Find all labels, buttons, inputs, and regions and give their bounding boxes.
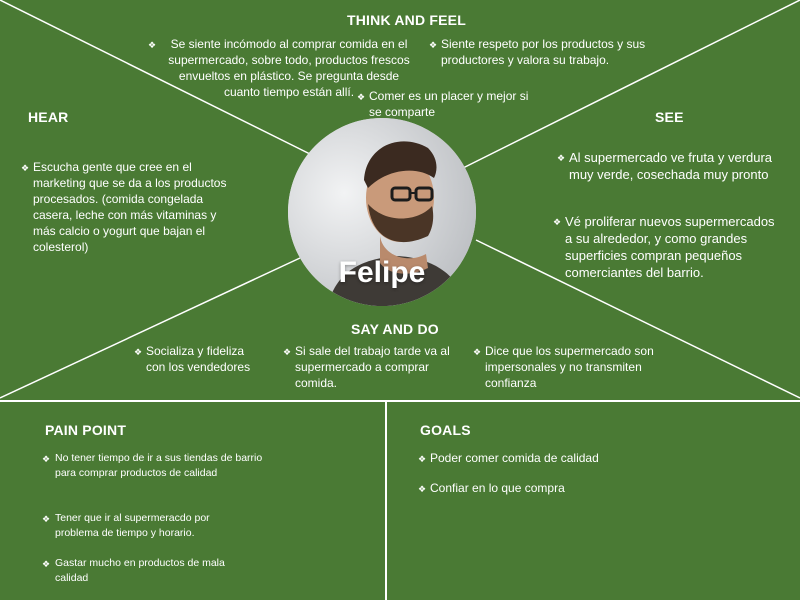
persona-name: Felipe (338, 256, 426, 289)
bullet-icon: ❖ (557, 153, 566, 163)
think-and-feel-item: ❖ Comer es un placer y mejor si se compa… (357, 89, 529, 119)
pain-point-item: ❖ Gastar mucho en productos de mala cali… (42, 557, 225, 584)
goals-item: ❖ Confiar en lo que compra (418, 481, 565, 495)
say-and-do-item: ❖ Dice que los supermercado son imperson… (473, 344, 654, 390)
pain-point-item: ❖ Tener que ir al supermeracdo por probl… (42, 512, 210, 539)
pain-point-item: ❖ No tener tiempo de ir a sus tiendas de… (42, 452, 263, 479)
bullet-icon: ❖ (134, 347, 143, 357)
hear-title: HEAR (28, 109, 69, 125)
bullet-icon: ❖ (21, 163, 30, 173)
bullet-icon: ❖ (42, 514, 51, 524)
bullet-icon: ❖ (42, 454, 51, 464)
say-and-do-item: ❖ Socializa y fideliza con los vendedore… (134, 344, 251, 374)
bullet-icon: ❖ (418, 454, 427, 464)
bullet-icon: ❖ (429, 40, 438, 50)
pain-point-title: PAIN POINT (45, 422, 127, 438)
bullet-icon: ❖ (42, 559, 51, 569)
bullet-icon: ❖ (148, 40, 157, 50)
bullet-icon: ❖ (473, 347, 482, 357)
think-and-feel-item: ❖ Se siente incómodo al comprar comida e… (148, 37, 410, 99)
bullet-icon: ❖ (283, 347, 292, 357)
see-item: ❖ Vé proliferar nuevos supermercados a s… (553, 214, 775, 280)
persona-avatar: Felipe (288, 118, 476, 306)
goals-title: GOALS (420, 422, 471, 438)
bullet-icon: ❖ (553, 217, 562, 227)
think-and-feel-item: ❖ Siente respeto por los productos y sus… (429, 37, 646, 67)
bullet-icon: ❖ (357, 92, 366, 102)
say-and-do-title: SAY AND DO (351, 321, 439, 337)
see-item: ❖ Al supermercado ve fruta y verdura muy… (557, 150, 773, 182)
think-and-feel-title: THINK AND FEEL (347, 12, 466, 28)
say-and-do-item: ❖ Si sale del trabajo tarde va al superm… (283, 344, 450, 390)
goals-item: ❖ Poder comer comida de calidad (418, 451, 599, 465)
hear-item: ❖ Escucha gente que cree en el marketing… (21, 160, 227, 254)
bullet-icon: ❖ (418, 484, 427, 494)
see-title: SEE (655, 109, 684, 125)
